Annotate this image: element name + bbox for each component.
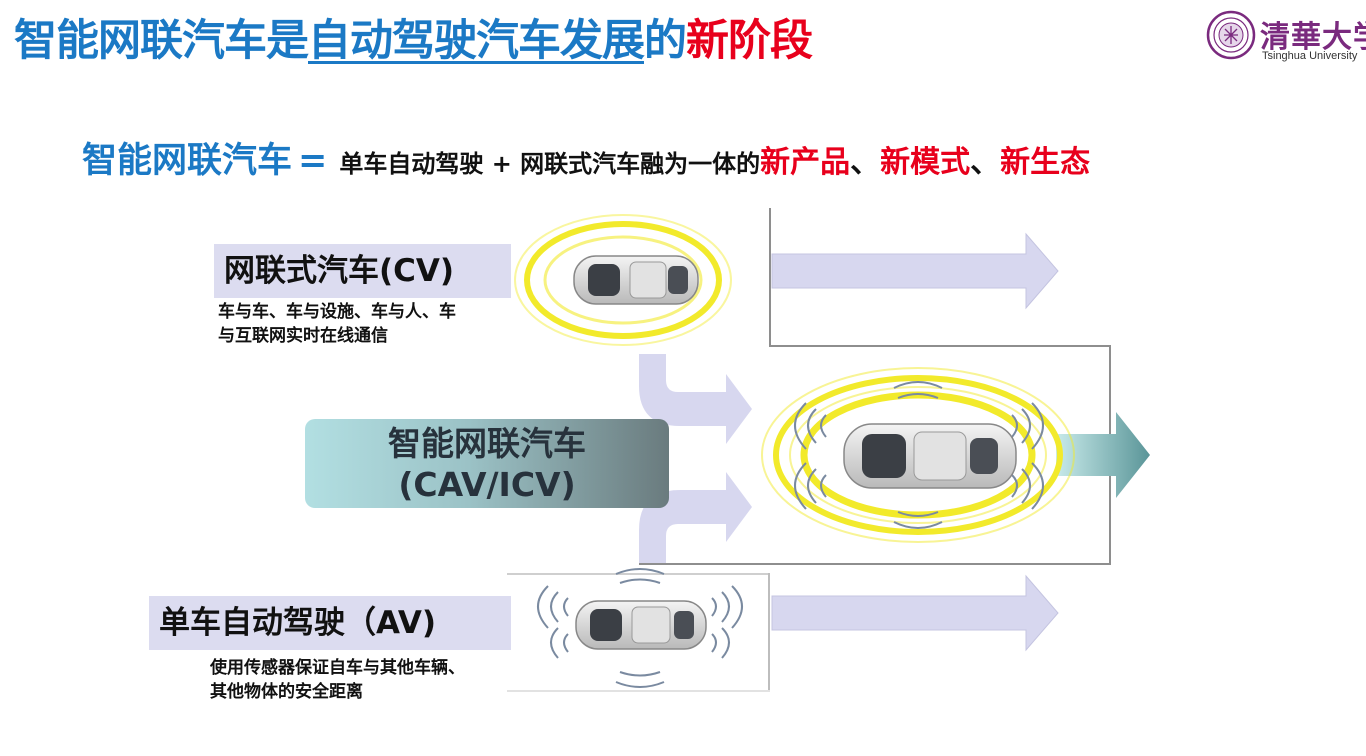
equation-item-1: 新产品 (760, 145, 851, 180)
av-desc-line-1: 使用传感器保证自车与其他车辆、 (210, 658, 465, 678)
definition-equation: 智能网联汽车=单车自动驾驶 + 网联式汽车融为一体的新产品、新模式、新生态 (82, 132, 1090, 183)
equation-sep-1: 、 (850, 145, 881, 180)
merge-arrow-top (639, 354, 752, 444)
frame-line-cv-left (769, 208, 771, 346)
av-label: 单车自动驾驶（AV) (149, 596, 511, 650)
equation-item-2: 新模式 (880, 145, 971, 180)
av-frame-top (507, 573, 770, 575)
frame-line-top (769, 345, 1111, 347)
title-part-4: 新阶段 (686, 16, 813, 66)
av-car-icon (575, 600, 707, 650)
title-part-2: 自动驾驶汽车发展 (308, 16, 645, 66)
cv-car-icon (573, 255, 699, 305)
frame-line-bottom (639, 563, 1111, 565)
icv-sensor-waves (794, 381, 1044, 529)
cv-desc-line-2: 与互联网实时在线通信 (218, 326, 388, 346)
cv-signal-rings (514, 214, 732, 346)
page-title: 智能网联汽车是自动驾驶汽车发展的新阶段 (14, 6, 813, 68)
av-frame-bottom (507, 690, 770, 692)
icv-center-box: 智能网联汽车 (CAV/ICV) (305, 419, 669, 508)
equation-item-3: 新生态 (1000, 145, 1091, 180)
equation-middle: 单车自动驾驶 + 网联式汽车融为一体的 (339, 150, 761, 178)
icv-line-1: 智能网联汽车 (388, 424, 586, 463)
equation-lhs: 智能网联汽车 (82, 141, 293, 181)
logo-name-en: Tsinghua University (1262, 50, 1358, 62)
tsinghua-logo: 清華大学 Tsinghua University (1206, 10, 1366, 66)
icv-output-arrow (1056, 412, 1150, 498)
av-sensor-waves (537, 568, 743, 688)
equals-sign: = (298, 141, 328, 181)
cv-description: 车与车、车与设施、车与人、车 与互联网实时在线通信 (218, 300, 456, 348)
icv-line-2: (CAV/ICV) (398, 465, 576, 504)
av-description: 使用传感器保证自车与其他车辆、 其他物体的安全距离 (210, 656, 465, 704)
cv-label: 网联式汽车(CV) (214, 244, 511, 298)
av-frame-right (768, 573, 770, 691)
cv-output-arrow (771, 232, 1059, 310)
tsinghua-seal-icon (1206, 10, 1256, 60)
cv-desc-line-1: 车与车、车与设施、车与人、车 (218, 302, 456, 322)
logo-name-cn: 清華大学 (1260, 20, 1366, 55)
av-output-arrow (771, 574, 1059, 652)
icv-car-icon (843, 423, 1017, 489)
av-desc-line-2: 其他物体的安全距离 (210, 682, 363, 702)
title-part-1: 智能网联汽车是 (14, 16, 309, 66)
equation-sep-2: 、 (970, 145, 1001, 180)
title-part-3: 的 (644, 16, 687, 66)
